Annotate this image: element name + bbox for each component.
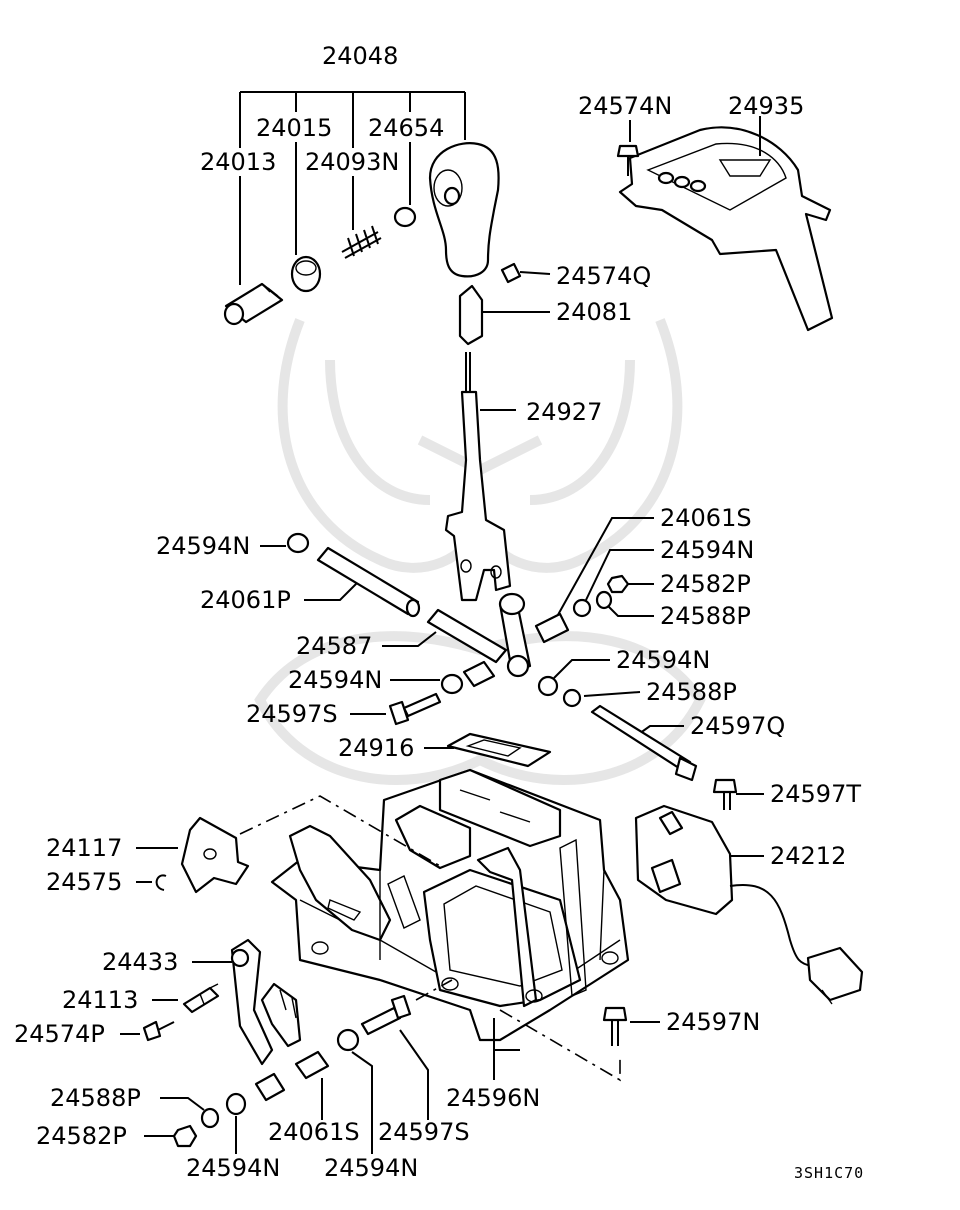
shift-lever-part — [444, 352, 516, 602]
leader-24594N-mid-right — [553, 659, 610, 679]
label-24081: 24081 — [556, 298, 632, 326]
label-24596N: 24596N — [446, 1084, 540, 1112]
leader-24594N-right — [585, 549, 654, 601]
solenoid-part — [634, 804, 864, 1005]
lever-24433-part — [230, 938, 302, 1066]
cap-part — [393, 206, 417, 228]
shift-knob-part — [428, 142, 500, 278]
label-24597S-bottom: 24597S — [378, 1118, 470, 1146]
leader-24588P-top — [605, 603, 654, 617]
ring-part — [290, 255, 322, 293]
indicator-panel-part — [618, 116, 834, 332]
label-24935: 24935 — [728, 92, 804, 120]
leader-24587 — [382, 631, 437, 647]
nut-24582P-bottom-part — [172, 1124, 198, 1148]
slide-plate-part — [446, 732, 552, 768]
label-24597Q: 24597Q — [690, 712, 785, 740]
label-24212: 24212 — [770, 842, 846, 870]
screw-24574Q-part — [500, 262, 551, 284]
bushing-24594N-bottom-right-part — [336, 1028, 360, 1052]
label-24574Q: 24574Q — [556, 262, 651, 290]
bolt-24597T-part — [712, 778, 738, 810]
leader-24588P-bottom — [160, 1097, 205, 1111]
label-24597T: 24597T — [770, 780, 861, 808]
detent-pin-part — [458, 284, 550, 346]
diagram-code: 3SH1C70 — [794, 1164, 864, 1182]
label-24587: 24587 — [296, 632, 372, 660]
screw-24574N-part — [616, 120, 640, 176]
label-24015: 24015 — [256, 114, 332, 142]
label-24061P: 24061P — [200, 586, 291, 614]
label-24093N: 24093N — [305, 148, 399, 176]
bolt-24597Q-part — [590, 704, 698, 782]
label-24582P-bottom: 24582P — [36, 1122, 127, 1150]
label-24654: 24654 — [368, 114, 444, 142]
washer-24588P-top-part — [595, 590, 613, 610]
knob-button-part — [223, 282, 284, 326]
pin-24061P-part — [316, 546, 421, 618]
collar-24594N-bottom-part — [225, 1092, 247, 1116]
label-24597N: 24597N — [666, 1008, 760, 1036]
bushing-mid-right-part — [537, 675, 559, 697]
bushing-left-part — [286, 532, 310, 554]
label-24013: 24013 — [200, 148, 276, 176]
leader-24061P — [304, 579, 361, 601]
bolt-24597N-part — [602, 1006, 628, 1046]
washer-24588P-bottom-part — [200, 1107, 220, 1129]
pin-24061S-bottom-part — [254, 1050, 330, 1102]
label-24588P-top: 24588P — [660, 602, 751, 630]
centerline-3 — [415, 979, 453, 1001]
nut-24582P-top-part — [606, 574, 630, 594]
label-24574P: 24574P — [14, 1020, 105, 1048]
label-24594N-right: 24594N — [660, 536, 754, 564]
washer-24588P-mid-part — [562, 688, 582, 708]
bolt-24597S-top-part — [388, 692, 442, 726]
label-24061S-top: 24061S — [660, 504, 752, 532]
label-24574N: 24574N — [578, 92, 672, 120]
base-housing-part — [270, 768, 630, 1051]
knob-assembly-leaders — [239, 91, 466, 285]
leader-24588P-mid — [583, 691, 641, 697]
label-24588P-mid: 24588P — [646, 678, 737, 706]
label-24582P-top: 24582P — [660, 570, 751, 598]
label-24061S-bottom: 24061S — [268, 1118, 360, 1146]
clip-24575-part — [155, 874, 167, 891]
pivot-shaft-part — [426, 592, 532, 678]
spring-24113-part — [182, 983, 220, 1014]
centerline-2 — [499, 1009, 621, 1082]
pin-24061S-top-part — [534, 612, 570, 644]
label-24597S-top: 24597S — [246, 700, 338, 728]
label-24916: 24916 — [338, 734, 414, 762]
label-24594N-bottom-right: 24594N — [324, 1154, 418, 1182]
screw-24574P-part — [142, 1020, 175, 1042]
label-24594N-mid: 24594N — [288, 666, 382, 694]
bracket-24117-part — [180, 816, 250, 894]
label-24927: 24927 — [526, 398, 602, 426]
label-24117: 24117 — [46, 834, 122, 862]
centerline-1 — [239, 795, 441, 867]
label-24433: 24433 — [102, 948, 178, 976]
leader-24597S-bottom — [399, 1029, 429, 1120]
label-24113: 24113 — [62, 986, 138, 1014]
bolt-24597S-bottom-part — [360, 994, 412, 1036]
label-24594N-mid-right: 24594N — [616, 646, 710, 674]
bushing-right-part — [572, 598, 592, 618]
label-24594N-bottom-left: 24594N — [186, 1154, 280, 1182]
bushing-mid-part — [440, 660, 496, 695]
label-24575: 24575 — [46, 868, 122, 896]
spring-part — [341, 225, 382, 259]
label-24594N-left: 24594N — [156, 532, 250, 560]
leader-24594N-bottom-right — [351, 1051, 373, 1154]
label-24588P-bottom: 24588P — [50, 1084, 141, 1112]
leader-24061S-top — [553, 517, 654, 623]
label-24048: 24048 — [322, 42, 398, 70]
